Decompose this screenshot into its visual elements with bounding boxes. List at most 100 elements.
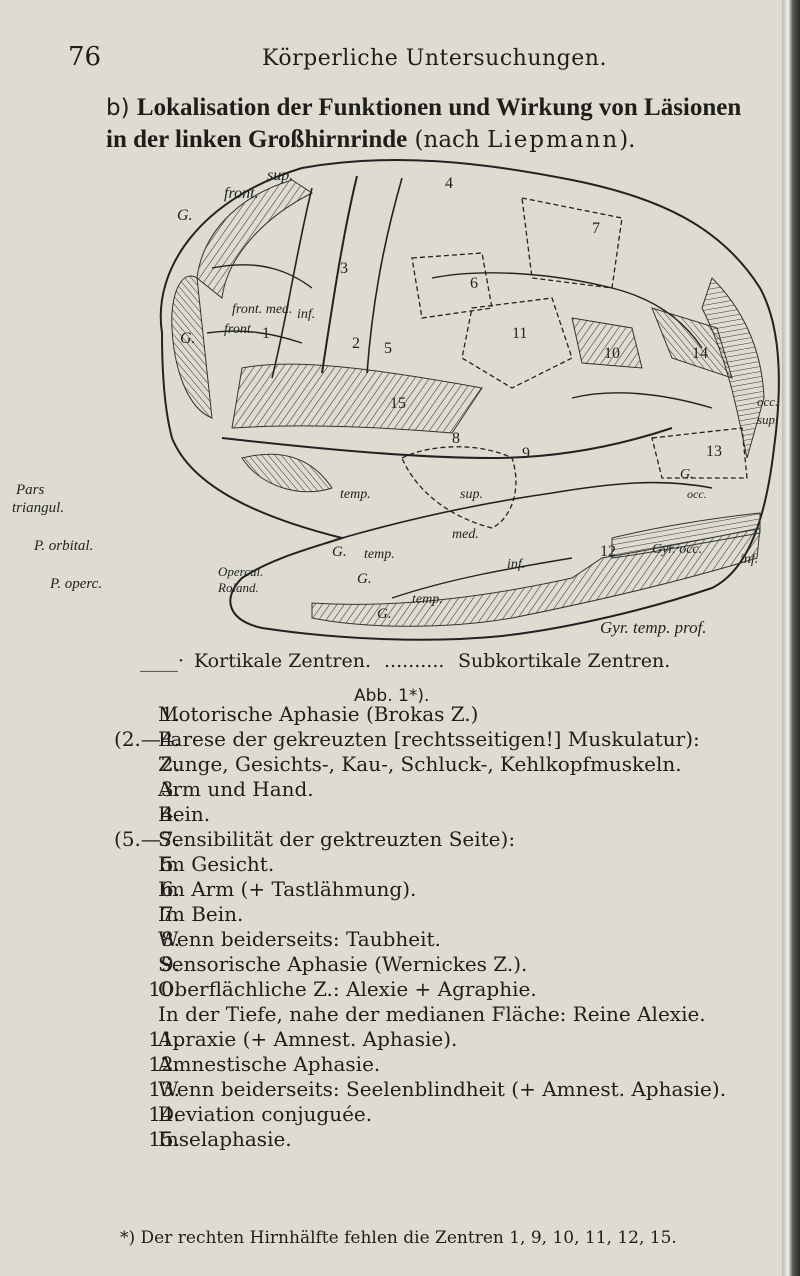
item-text: Motorische Aphasie (Brokas Z.) <box>158 702 479 726</box>
legend-cortical-marker: ____· <box>140 650 185 672</box>
section-title: b) Lokalisation der Funktionen und Wirku… <box>106 92 746 156</box>
area-number-10: 10 <box>604 345 620 362</box>
area-number-12: 12 <box>600 543 616 560</box>
label-p-operc: P. operc. <box>49 576 102 592</box>
inferior-temporal-sulcus <box>391 557 573 599</box>
label-front-med: front. med. <box>232 302 293 317</box>
item-text: In der Tiefe, nahe der medianen Fläche: … <box>158 1002 706 1026</box>
figure-caption: Abb. 1*). <box>354 685 429 706</box>
area-number-14: 14 <box>692 345 708 362</box>
footnote: *) Der rechten Hirnhälfte fehlen die Zen… <box>120 1228 677 1248</box>
list-item: 1.Motorische Aphasie (Brokas Z.) <box>42 702 782 727</box>
parietal-sulcus <box>431 272 703 349</box>
area-9-outline <box>401 446 517 529</box>
area-number-11: 11 <box>512 325 527 342</box>
area-number-13: 13 <box>706 443 722 460</box>
item-number: 3. <box>160 777 180 801</box>
list-item: 6.Im Arm (+ Tastlähmung). <box>42 877 782 902</box>
area-number-3: 3 <box>340 260 348 277</box>
brain-outline <box>159 158 780 641</box>
item-text: Inselaphasie. <box>158 1127 292 1151</box>
frontal-sulcus-1 <box>211 264 313 289</box>
label-g-low2: G. <box>377 606 392 622</box>
area-6-outline <box>411 252 493 319</box>
item-number: 10. <box>148 977 180 1001</box>
area-number-2: 2 <box>352 335 360 352</box>
item-text: Im Bein. <box>158 902 244 926</box>
item-text: Wenn beiderseits: Taubheit. <box>158 927 441 951</box>
legend-subcortical-marker: .......... <box>384 650 445 672</box>
item-text: Deviation conjuguée. <box>158 1102 373 1126</box>
caption-text: Abb. 1*). <box>354 686 430 706</box>
item-number: 15. <box>148 1127 180 1151</box>
area-number-8: 8 <box>452 430 460 447</box>
list-item: 15.Inselaphasie. <box>42 1127 782 1152</box>
label-temp-low: temp. <box>412 592 443 607</box>
section-author: Liepmann <box>487 127 620 153</box>
localization-list: 1.Motorische Aphasie (Brokas Z.) (2.—4.P… <box>42 702 782 1152</box>
area-11-outline <box>461 297 573 389</box>
hatch-area-12 <box>611 512 761 559</box>
label-inf-right: inf. <box>740 552 758 567</box>
label-g-temp: G. <box>332 544 347 560</box>
postcentral-sulcus <box>366 177 403 374</box>
area-number-6: 6 <box>470 275 478 292</box>
list-item: 4.Bein. <box>42 802 782 827</box>
label-g-mid: G. <box>180 330 196 347</box>
list-item: 5.Im Gesicht. <box>42 852 782 877</box>
hatch-area-10 <box>571 317 643 369</box>
item-text: Apraxie (+ Amnest. Aphasie). <box>158 1027 458 1051</box>
list-item: 12.Amnestische Aphasie. <box>42 1052 782 1077</box>
frontal-sulcus-2 <box>206 330 303 344</box>
item-number: 5. <box>160 852 180 876</box>
running-title: Körperliche Untersuchungen. <box>262 46 607 71</box>
label-sup-temp: sup. <box>460 487 483 502</box>
list-item: 9.Sensorische Aphasie (Wernickes Z.). <box>42 952 782 977</box>
item-text: Parese der gekreuzten [rechtsseitigen!] … <box>158 727 700 751</box>
page-number: 76 <box>68 42 102 72</box>
item-text: Im Gesicht. <box>158 852 275 876</box>
list-item: (2.—4.Parese der gekreuzten [rechtsseiti… <box>42 727 782 752</box>
item-number: 9. <box>160 952 180 976</box>
label-occ-small: occ. <box>687 487 707 501</box>
label-sup: sup. <box>267 167 293 184</box>
central-sulcus <box>321 175 358 374</box>
item-number: (5.—7. <box>114 827 180 851</box>
item-text: Zunge, Gesichts-, Kau-, Schluck-, Kehlko… <box>158 752 682 776</box>
hatch-frontal-left <box>171 275 213 419</box>
legend-cortical: Kortikale Zentren. <box>194 650 372 672</box>
area-7-outline <box>521 197 623 289</box>
label-gyr-occ: Gyr.·occ. <box>652 542 702 557</box>
hatch-operculum <box>241 453 333 493</box>
item-text: Oberflächliche Z.: Alexie + Agraphie. <box>158 977 537 1001</box>
superior-temporal-sulcus <box>341 481 713 539</box>
item-number: 12. <box>148 1052 180 1076</box>
page-edge <box>782 0 800 1276</box>
list-item: 3.Arm und Hand. <box>42 777 782 802</box>
label-med: med. <box>452 527 479 542</box>
page-header: 76 Körperliche Untersuchungen. <box>0 42 780 82</box>
hatch-insula <box>231 363 483 434</box>
item-text: Wenn beiderseits: Seelenblindheit (+ Amn… <box>158 1077 727 1101</box>
area-number-4: 4 <box>445 175 453 192</box>
list-item: (5.—7.Sensibilität der gektreuzten Seite… <box>42 827 782 852</box>
section-source-open: (nach <box>414 127 488 153</box>
area-number-9: 9 <box>522 445 530 462</box>
brain-diagram: sup. front. G. front. med. G. front. inf… <box>12 158 780 641</box>
item-number: (2.—4. <box>114 727 180 751</box>
item-number: 2. <box>160 752 180 776</box>
section-source-close: ). <box>619 127 636 153</box>
item-number: 4. <box>160 802 180 826</box>
label-occ-sup: occ.sup. <box>757 394 778 427</box>
label-gyr-temp-prof: Gyr. temp. prof. <box>600 618 707 637</box>
item-text: Im Arm (+ Tastlähmung). <box>158 877 417 901</box>
area-number-7: 7 <box>592 220 600 237</box>
item-number: 7. <box>160 902 180 926</box>
area-number-5: 5 <box>384 340 392 357</box>
item-number: 1. <box>160 702 180 726</box>
list-item: 10.Oberflächliche Z.: Alexie + Agraphie. <box>42 977 782 1002</box>
list-item: 8.Wenn beiderseits: Taubheit. <box>42 927 782 952</box>
item-number: 8. <box>160 927 180 951</box>
label-inf-temp: inf. <box>507 557 525 572</box>
label-frontal: front. <box>224 185 259 202</box>
